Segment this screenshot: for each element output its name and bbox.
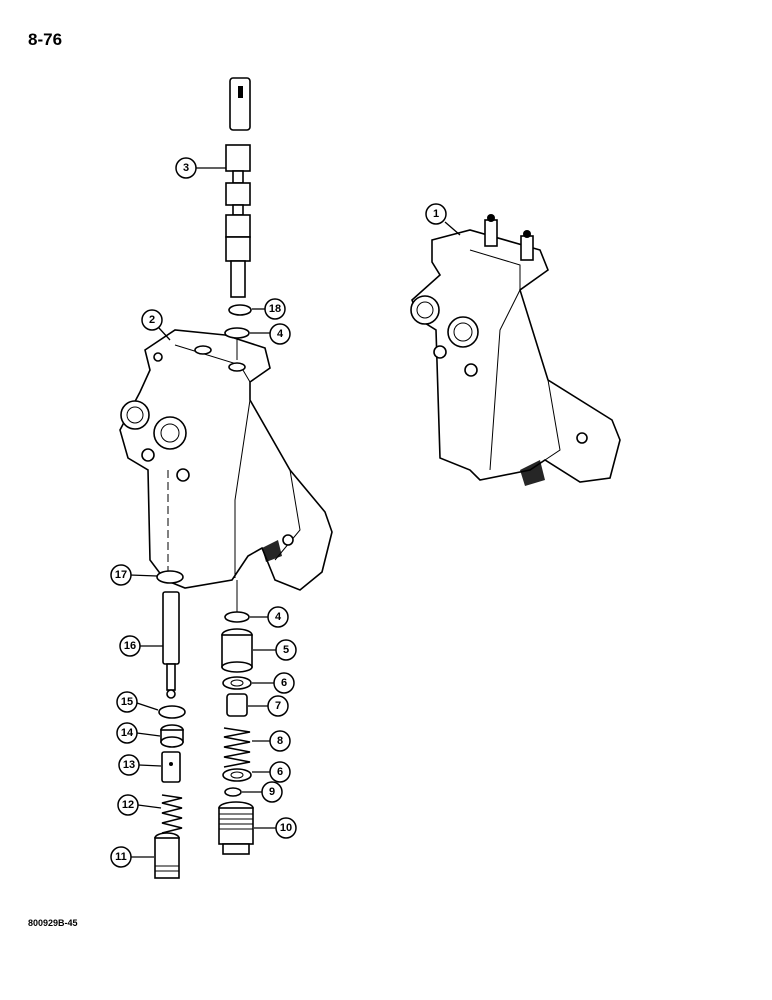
spring-8 [223, 727, 251, 768]
seat-14 [160, 724, 184, 748]
svg-text:2: 2 [149, 314, 155, 326]
callout-18: 18 [252, 298, 286, 320]
callout-9: 9 [242, 781, 283, 803]
svg-text:17: 17 [115, 569, 127, 581]
svg-text:18: 18 [269, 303, 281, 315]
sleeve-5 [221, 628, 253, 673]
callout-5: 5 [253, 639, 297, 661]
valve-assembly-complete [410, 214, 621, 486]
spring-12 [161, 794, 183, 834]
callout-4-upper: 4 [250, 323, 291, 345]
svg-text:5: 5 [283, 644, 289, 656]
o-ring-4-upper [224, 327, 250, 339]
figure-reference-code: 800929B-45 [28, 918, 78, 928]
svg-text:14: 14 [121, 727, 134, 739]
callout-16: 16 [119, 635, 163, 657]
spool [225, 77, 251, 298]
svg-text:16: 16 [124, 640, 136, 652]
callout-1: 1 [425, 203, 461, 236]
washer-6-upper [222, 676, 252, 690]
svg-text:8: 8 [277, 735, 283, 747]
svg-text:1: 1 [433, 208, 439, 220]
svg-text:15: 15 [121, 696, 133, 708]
poppet-13 [161, 751, 181, 783]
backup-ring-18 [228, 304, 252, 316]
svg-text:9: 9 [269, 786, 275, 798]
callout-7: 7 [248, 695, 289, 717]
callout-4-lower: 4 [250, 606, 289, 628]
washer-6-lower [222, 768, 252, 782]
snap-ring-9 [224, 787, 242, 797]
svg-text:4: 4 [275, 611, 282, 623]
svg-text:12: 12 [122, 799, 134, 811]
svg-text:11: 11 [115, 851, 127, 863]
svg-text:6: 6 [277, 766, 283, 778]
spacer-7 [226, 693, 248, 717]
o-ring-17 [156, 570, 184, 584]
svg-text:4: 4 [277, 328, 284, 340]
callout-6-lower: 6 [252, 761, 291, 783]
page-number: 8-76 [28, 30, 63, 49]
callout-6-upper: 6 [252, 672, 295, 694]
svg-text:3: 3 [183, 162, 189, 174]
plug-10 [218, 801, 254, 855]
callout-10: 10 [254, 817, 297, 839]
callout-2: 2 [141, 309, 171, 341]
callout-11: 11 [110, 846, 154, 868]
callout-8: 8 [252, 730, 291, 752]
callout-13: 13 [118, 754, 162, 776]
callout-3: 3 [175, 157, 226, 179]
callout-12: 12 [117, 794, 162, 816]
o-ring-15 [158, 705, 186, 719]
callout-17: 17 [110, 564, 158, 586]
svg-text:6: 6 [281, 677, 287, 689]
svg-text:10: 10 [280, 822, 292, 834]
plug-11 [154, 832, 180, 879]
o-ring-4-lower [224, 611, 250, 623]
valve-body [119, 329, 333, 591]
relief-plunger [162, 591, 180, 699]
callout-14: 14 [116, 722, 161, 744]
svg-text:13: 13 [123, 759, 135, 771]
callout-15: 15 [116, 691, 159, 713]
svg-text:7: 7 [275, 700, 281, 712]
